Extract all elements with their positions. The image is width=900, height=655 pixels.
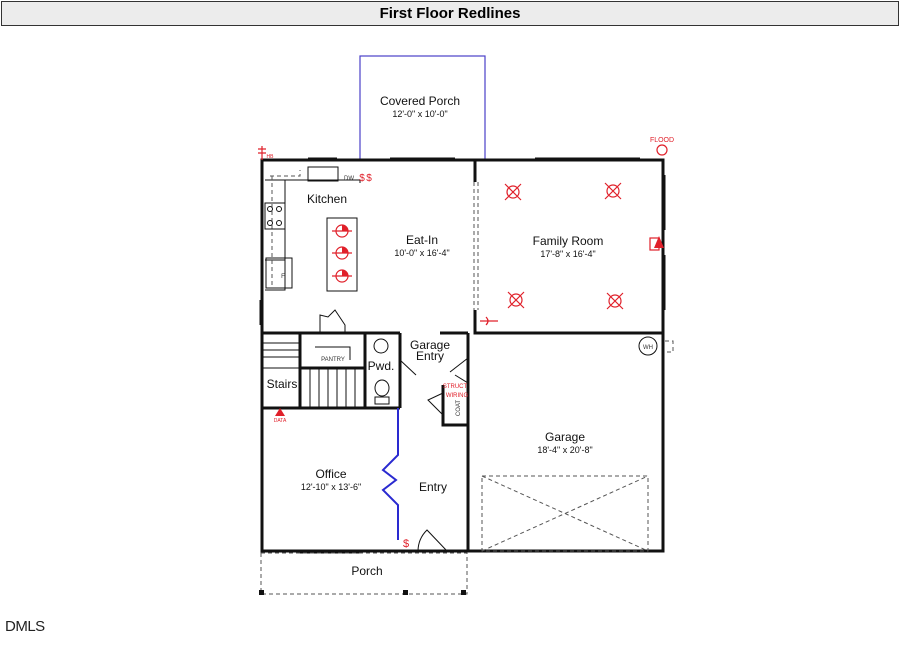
pantry-label: PANTRY [321, 357, 345, 363]
hose-bib-icon [258, 146, 266, 160]
kitchen-island [326, 217, 358, 292]
eat-in-label: Eat-In [406, 233, 438, 247]
exterior-walls [260, 158, 665, 553]
flood-light-icon [656, 144, 668, 156]
stairs-label: Stairs [267, 377, 298, 391]
garage-entry-label-1: Garage [410, 338, 450, 352]
office-dims: 12'-10" x 13'-6" [301, 482, 361, 492]
upper-cabinets [270, 170, 301, 285]
dw-label: DW [344, 176, 354, 182]
data-label: DATA [274, 418, 287, 424]
flood-label: FLOOD [650, 137, 674, 144]
switch-label-entry: $ [403, 538, 409, 550]
family-room-dims: 17'-8" x 16'-4" [540, 249, 595, 259]
porch-outline [260, 552, 468, 595]
wh-label: WH [643, 345, 653, 351]
sink-icon [307, 166, 339, 182]
coat-closet-door [427, 392, 444, 416]
struct-wiring-label-1: STRUCT [443, 384, 468, 390]
stairs-treads-upper [262, 342, 300, 369]
coat-label: COAT [456, 400, 462, 417]
entry-label: Entry [419, 480, 447, 494]
page-title: First Floor Redlines [1, 1, 899, 26]
pwd-door [399, 359, 417, 376]
windows [259, 157, 666, 554]
pantry-door [315, 309, 351, 360]
struct-wiring-label-2: WIRING [446, 393, 469, 399]
water-heater-icon [638, 336, 658, 356]
stairs-treads [309, 368, 356, 408]
garage-entry-door [449, 357, 469, 384]
family-room-label: Family Room [533, 234, 604, 248]
switch-icon [480, 316, 498, 326]
office-wall-redline [381, 408, 399, 540]
sink-icon-pwd [373, 338, 389, 354]
refrigerator-icon [265, 257, 293, 289]
range-icon [264, 202, 286, 230]
office-label: Office [315, 467, 346, 481]
entry-door [417, 529, 448, 552]
porch-label: Porch [351, 564, 382, 578]
data-outlet-icon [275, 408, 285, 416]
covered-porch-label: Covered Porch [380, 94, 460, 108]
switch-label-kitchen: $ [359, 173, 365, 184]
pwd-label: Pwd. [368, 359, 395, 373]
wh-vent [665, 340, 674, 353]
toilet-icon [374, 379, 390, 397]
fridge-label: F [281, 274, 285, 280]
eat-in-dims: 10'-0" x 16'-4" [394, 248, 449, 258]
coat-closet-walls [441, 385, 468, 427]
garage-dims: 18'-4" x 20'-8" [537, 445, 592, 455]
ceiling-fan-icons [504, 182, 624, 310]
garage-door [481, 475, 649, 552]
stair-walls [262, 333, 402, 410]
kitchen-label: Kitchen [307, 192, 347, 206]
garage-label: Garage [545, 430, 585, 444]
mls-logo: DMLS [5, 618, 45, 635]
garage-entry-label-2: Entry [416, 349, 444, 363]
covered-porch-outline [359, 55, 486, 161]
eat-in-family-opening [473, 182, 479, 310]
covered-porch-dims: 12'-0" x 10'-0" [392, 109, 447, 119]
interior-walls [262, 160, 663, 551]
hb-label: HB [267, 154, 275, 160]
switch-label-kitchen-2: $ [366, 173, 372, 184]
